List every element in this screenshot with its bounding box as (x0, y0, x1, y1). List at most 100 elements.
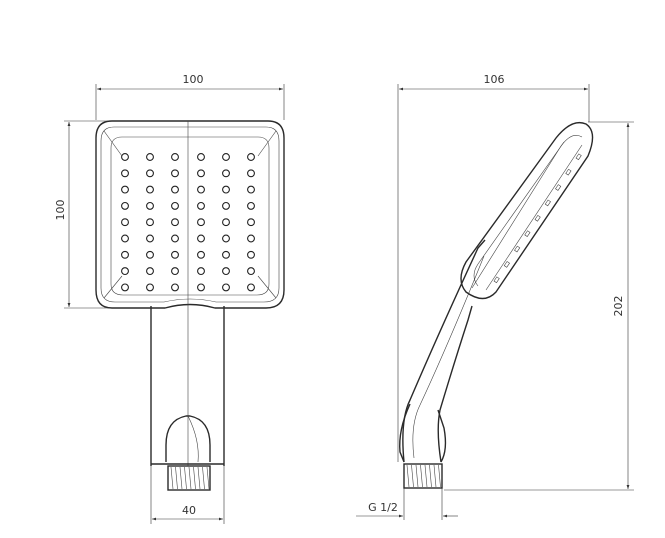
nozzle (121, 185, 129, 194)
side-head (460, 121, 594, 300)
nozzle (171, 267, 179, 276)
side-head-face (471, 135, 583, 289)
thread-line (193, 466, 196, 490)
nozzle (247, 169, 255, 178)
dim-depth-label: 106 (484, 73, 505, 86)
bevel-line (257, 275, 277, 299)
side-thread-line (429, 464, 432, 488)
bevel-line (103, 130, 123, 157)
side-nozzle (514, 245, 521, 253)
nozzle (222, 283, 230, 292)
nozzle (146, 169, 154, 178)
dim-connector-label: 40 (182, 504, 196, 517)
nozzle (171, 218, 179, 227)
nozzle (197, 185, 205, 194)
side-nozzle-row (493, 153, 582, 284)
side-nozzle (565, 168, 572, 176)
nozzle (171, 250, 179, 259)
nozzle (197, 250, 205, 259)
thread-line (188, 466, 192, 490)
side-nozzle (503, 261, 510, 268)
nozzle (171, 169, 179, 178)
nozzle (197, 169, 205, 178)
nozzle (171, 201, 179, 210)
nozzle (146, 153, 154, 161)
nozzle (247, 153, 255, 161)
handle-body (402, 239, 486, 463)
nozzle (222, 201, 230, 210)
dim-width-label: 100 (183, 73, 204, 86)
nozzle (171, 234, 179, 243)
nozzle (222, 218, 230, 227)
handle-base-right (437, 409, 447, 463)
nozzle (247, 250, 255, 259)
thread-lines (170, 466, 210, 490)
handle-back (437, 305, 473, 463)
side-thread-line (424, 464, 428, 488)
nozzle (222, 185, 230, 194)
nozzle (121, 201, 129, 210)
nozzle (197, 283, 205, 292)
nozzle (121, 267, 129, 276)
connector-cap-inner (187, 415, 199, 463)
nozzle (146, 201, 154, 210)
side-thread-line (420, 464, 423, 488)
nozzle (222, 250, 230, 259)
thread-line (184, 466, 187, 490)
side-nozzle (555, 184, 562, 191)
nozzle (222, 267, 230, 276)
side-view: 106 202 G 1/2 (356, 73, 634, 520)
nozzle (121, 250, 129, 259)
nozzle (222, 234, 230, 243)
side-nozzle (575, 153, 582, 161)
side-head-rim (485, 144, 583, 291)
head-outline (95, 120, 285, 309)
thread-line (197, 466, 201, 490)
nozzle (121, 283, 129, 292)
nozzle (247, 267, 255, 276)
side-thread-line (411, 464, 414, 488)
side-nozzle (544, 199, 551, 207)
nozzle-grid (121, 153, 255, 292)
side-thread-line (406, 464, 410, 488)
nozzle (146, 267, 154, 276)
nozzle (146, 185, 154, 194)
nozzle (121, 234, 129, 243)
side-nozzle (534, 214, 541, 222)
spray-face (110, 136, 270, 296)
nozzle (171, 185, 179, 194)
thread-line (179, 466, 183, 490)
thread-line (206, 466, 210, 490)
thread-line (170, 466, 174, 490)
nozzle (222, 169, 230, 178)
nozzle (247, 185, 255, 194)
front-view: 100 100 40 (54, 73, 285, 524)
nozzle (197, 234, 205, 243)
nozzle (222, 153, 230, 161)
nozzle (146, 218, 154, 227)
side-nozzle (493, 276, 500, 284)
nozzle (171, 153, 179, 161)
bevel-line (103, 275, 123, 299)
thread-connector (167, 465, 211, 491)
side-nozzle (524, 230, 531, 237)
side-thread-connector (403, 463, 443, 489)
handle-inner-curve (412, 255, 485, 459)
bevel-line (257, 130, 277, 157)
nozzle (121, 218, 129, 227)
side-thread-line (433, 464, 437, 488)
handle-base (399, 403, 411, 463)
nozzle (146, 250, 154, 259)
nozzle (247, 283, 255, 292)
thread-line (202, 466, 205, 490)
dim-thread-label: G 1/2 (368, 501, 398, 514)
nozzle (247, 234, 255, 243)
thread-line (175, 466, 178, 490)
nozzle (121, 169, 129, 178)
nozzle (197, 267, 205, 276)
nozzle (197, 153, 205, 161)
side-thread-line (438, 464, 441, 488)
nozzle (146, 283, 154, 292)
nozzle (197, 218, 205, 227)
